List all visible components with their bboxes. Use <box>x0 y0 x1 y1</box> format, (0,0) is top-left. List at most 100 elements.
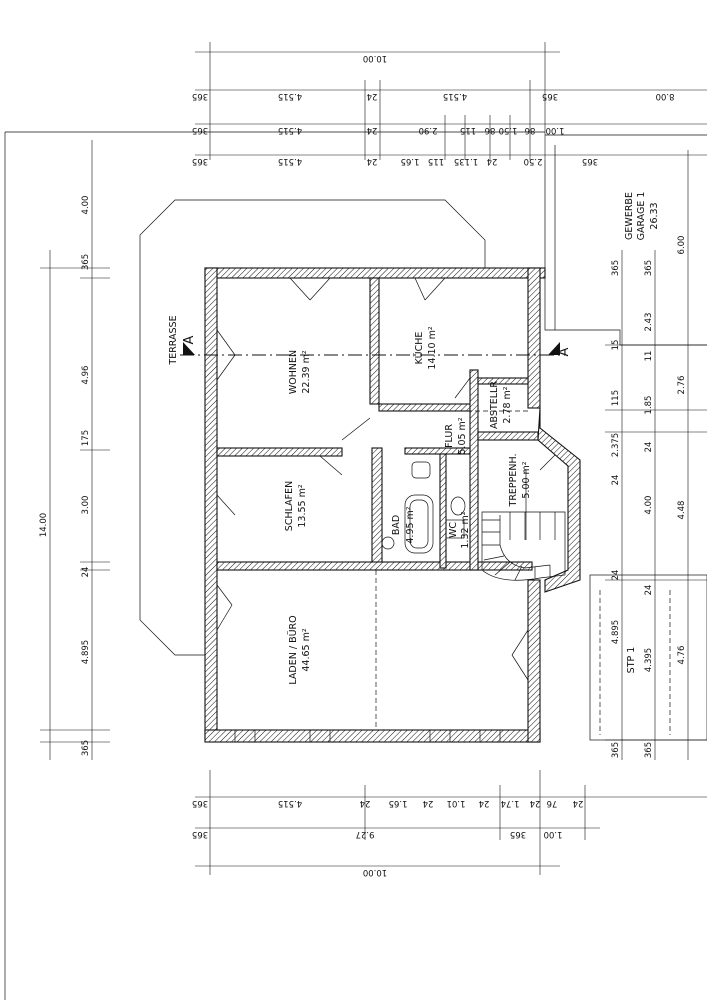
dim-top-garage: 8.00 <box>656 91 675 101</box>
area-bad: 4.95 m² <box>405 506 416 543</box>
dim-top-r3-0: 365 <box>192 156 208 166</box>
dim-left-c4: 24 <box>81 567 91 578</box>
dim-right-b8: 365 <box>644 742 654 758</box>
walls <box>204 267 581 743</box>
dim-bot-r1-6: 24 <box>479 798 490 808</box>
area-garage: 26.33 <box>649 202 660 229</box>
dim-top-r1-4: 365 <box>542 91 558 101</box>
section-mark-right: A <box>557 347 572 356</box>
dim-right-b6: 24 <box>644 585 654 596</box>
dim-top-total: 10.00 <box>363 53 387 63</box>
dim-left-c2: 175 <box>81 430 91 446</box>
doors-windows <box>216 277 556 743</box>
area-treppe: 5.00 m² <box>521 461 532 498</box>
dim-top-r3-6: 24 <box>487 156 498 166</box>
dim-bot-r1-8: 24 <box>530 798 541 808</box>
dim-top-r3-5: 1.135 <box>454 156 478 166</box>
area-schlafen: 13.55 m² <box>297 484 308 527</box>
dim-top-r2-6: 1.50 <box>499 125 518 135</box>
dim-top-r2-8: 1.00 <box>546 125 565 135</box>
dim-bot-r1-4: 24 <box>423 798 434 808</box>
dim-top-r3-7: 2.50 <box>524 156 543 166</box>
dim-right-c3: 4.76 <box>677 646 687 665</box>
right-dimension-chains: 365 15 115 2.375 24 24 4.895 365 365 2.4… <box>605 150 707 760</box>
room-labels: TERRASSE WOHNEN 22.39 m² KÜCHE 14.10 m² … <box>168 192 660 685</box>
dim-top-r1-2: 24 <box>367 91 378 101</box>
dim-top-r2-0: 365 <box>192 125 208 135</box>
area-wohnen: 22.39 m² <box>301 350 312 393</box>
area-wc: 1.32 m² <box>460 511 471 548</box>
dim-right-a7: 365 <box>611 742 621 758</box>
dim-left-c5: 4.895 <box>81 640 91 664</box>
dim-left-c3: 3.00 <box>81 496 91 515</box>
dim-top-r3-3: 1.65 <box>401 156 420 166</box>
dim-right-b2: 11 <box>644 351 654 362</box>
dim-left-c1: 4.96 <box>81 366 91 385</box>
dim-top-r1-3: 4.515 <box>443 91 467 101</box>
dim-bot-total: 10.00 <box>363 867 387 877</box>
dim-top-r2-7: 86 <box>525 125 536 135</box>
dim-right-a3: 2.375 <box>611 433 621 457</box>
section-mark-left: A <box>182 335 197 344</box>
dim-right-a4: 24 <box>611 475 621 486</box>
dim-top-r3-8: 365 <box>582 156 598 166</box>
section-line: A A <box>180 335 572 356</box>
dim-right-b0: 365 <box>644 260 654 276</box>
dim-top-r1-1: 4.515 <box>278 91 302 101</box>
dim-bot-r2-1: 9.27 <box>356 829 375 839</box>
left-dimension-chains: 14.00 4.00 365 4.96 175 3.00 24 4.895 36… <box>39 140 110 760</box>
dim-left-c0: 365 <box>81 254 91 270</box>
dim-top-r2-4: 115 <box>460 125 476 135</box>
dim-top-r3-2: 24 <box>367 156 378 166</box>
label-terrasse: TERRASSE <box>168 315 179 365</box>
label-bad: BAD <box>391 515 402 535</box>
label-flur: FLUR <box>444 424 455 448</box>
dim-bot-r1-3: 1.65 <box>389 798 408 808</box>
dim-left-total: 14.00 <box>39 513 49 537</box>
dim-right-b5: 4.00 <box>644 496 654 515</box>
dim-top-r2-1: 4.515 <box>278 125 302 135</box>
dim-bot-r1-10: 24 <box>573 798 584 808</box>
label-abstell: ABSTELLR <box>489 381 500 429</box>
dim-right-b4: 24 <box>644 442 654 453</box>
bottom-dimension-chains: 365 4.515 24 1.65 24 1.01 24 1.74 24 76 … <box>192 770 707 877</box>
dim-top-r2-2: 24 <box>367 125 378 135</box>
dim-bot-r2-3: 1.00 <box>544 829 563 839</box>
dim-top-r2-3: 2.90 <box>419 125 438 135</box>
dim-right-a2: 115 <box>611 390 621 406</box>
dim-top-r3-1: 4.515 <box>278 156 302 166</box>
dim-right-a1: 15 <box>611 340 621 351</box>
staircase <box>481 470 566 581</box>
dim-bot-r1-7: 1.74 <box>501 798 520 808</box>
dim-right-a5: 24 <box>611 570 621 581</box>
label-treppe: TREPPENH. <box>508 454 519 508</box>
label-garage-1: GEWERBE <box>624 192 635 240</box>
label-schlafen: SCHLAFEN <box>284 481 295 531</box>
dim-bot-r1-5: 1.01 <box>447 798 466 808</box>
label-laden: LADEN / BÜRO <box>288 615 299 684</box>
area-kueche: 14.10 m² <box>427 326 438 369</box>
top-dimension-chains: 10.00 8.00 365 4.515 24 4.515 365 365 4.… <box>192 42 707 166</box>
label-stp: STP 1 <box>626 647 637 674</box>
dim-left-outer: 4.00 <box>81 196 91 215</box>
dim-top-r3-4: 115 <box>428 156 444 166</box>
dim-right-c1: 2.76 <box>677 376 687 395</box>
dim-bot-r1-2: 24 <box>360 798 371 808</box>
dim-bot-r2-2: 365 <box>510 829 526 839</box>
sanitary-fixtures <box>381 461 466 554</box>
dim-right-c0: 6.00 <box>677 236 687 255</box>
label-garage-2: GARAGE 1 <box>636 192 647 241</box>
area-flur: 5.05 m² <box>457 417 468 454</box>
dim-right-c2: 4.48 <box>677 501 687 520</box>
dim-bot-r1-1: 4.515 <box>278 798 302 808</box>
dim-right-a0: 365 <box>611 260 621 276</box>
dim-right-b1: 2.43 <box>644 313 654 332</box>
dim-top-r1-0: 365 <box>192 91 208 101</box>
label-kueche: KÜCHE <box>414 332 425 365</box>
dim-right-b7: 4.395 <box>644 648 654 672</box>
dim-left-c6: 365 <box>81 740 91 756</box>
area-laden: 44.65 m² <box>301 628 312 671</box>
dim-bot-r1-9: 76 <box>547 798 558 808</box>
dim-bot-r2-0: 365 <box>192 829 208 839</box>
